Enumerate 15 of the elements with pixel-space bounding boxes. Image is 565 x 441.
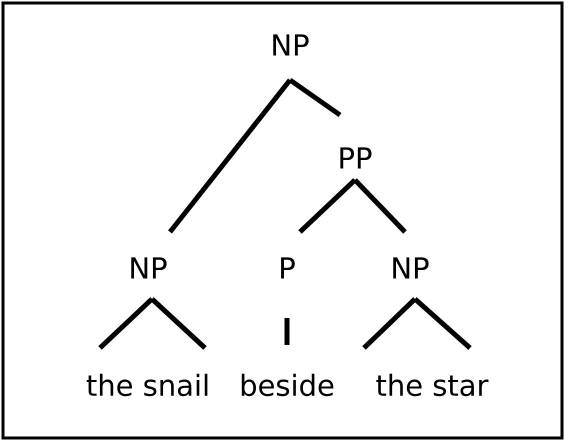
branch-line <box>353 178 407 234</box>
roof-line <box>362 296 472 350</box>
word-label: the snail <box>86 374 208 396</box>
branch-line <box>284 318 290 345</box>
category-label: NP <box>393 257 429 279</box>
word-label: beside <box>242 374 334 396</box>
category-label: NP <box>131 257 167 279</box>
branch-line <box>168 78 292 234</box>
category-label: PP <box>340 147 372 169</box>
category-label: P <box>281 257 295 279</box>
branch-line <box>288 78 342 118</box>
category-label: NP <box>273 34 309 56</box>
word-label: the star <box>376 374 488 396</box>
roof-line <box>98 296 208 350</box>
branch-line <box>298 178 357 234</box>
